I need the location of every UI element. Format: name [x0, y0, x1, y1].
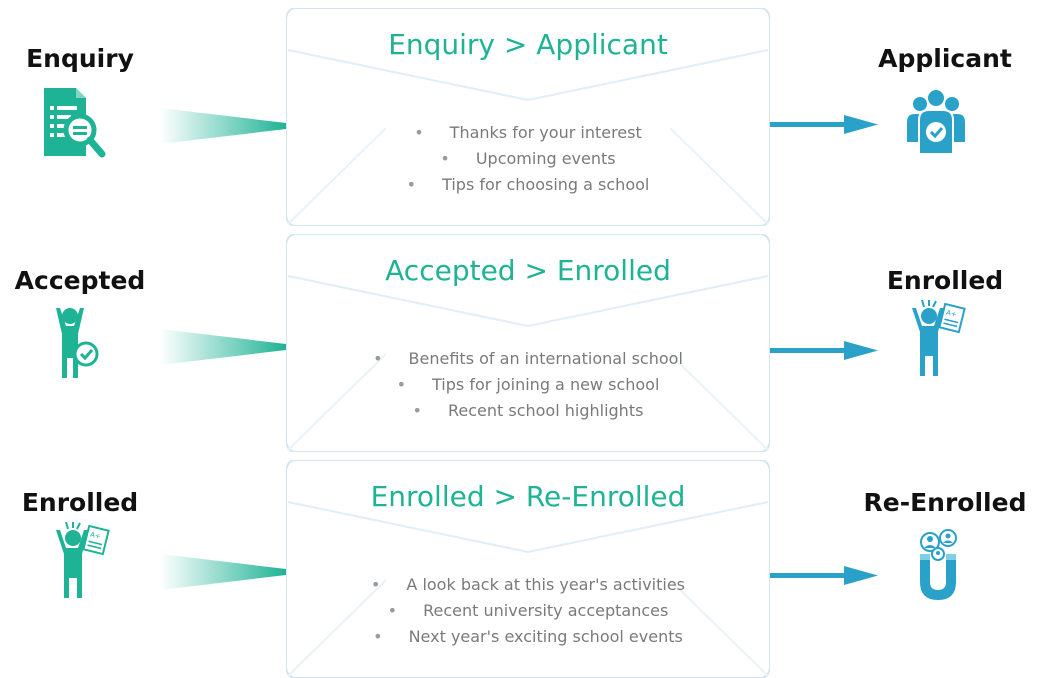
outgoing-arrow-icon — [770, 341, 878, 360]
envelope-outline — [286, 234, 770, 452]
list-item: •Next year's exciting school events — [373, 627, 683, 646]
stage-envelope: Enquiry > Applicant •Thanks for your int… — [286, 8, 770, 226]
person-check-icon — [40, 306, 120, 382]
stage-title: Enquiry > Applicant — [388, 28, 668, 61]
stage-title: Enrolled > Re-Enrolled — [370, 480, 686, 513]
stage-items: •Thanks for your interest •Upcoming even… — [286, 120, 770, 198]
stage-label-to: Re-Enrolled — [863, 488, 1027, 517]
stage-label-from: Enquiry — [26, 44, 134, 73]
list-item: •Tips for choosing a school — [406, 175, 650, 194]
incoming-flow-connector — [160, 108, 286, 144]
outgoing-arrow-icon — [770, 566, 878, 585]
person-celebrating-icon: A+ — [40, 521, 120, 598]
stage-row-enquiry: Enquiry — [0, 0, 1043, 226]
stage-row-enrolled: Enrolled A+ — [0, 452, 1043, 678]
user-group-check-icon — [896, 84, 976, 160]
envelope-outline — [286, 8, 770, 226]
stage-label-to: Applicant — [878, 44, 1012, 73]
stage-label-from: Enrolled — [21, 488, 139, 517]
list-item: •Recent university acceptances — [387, 601, 669, 620]
stage-row-accepted: Accepted Accepted > Enrolled •Benefits o… — [0, 226, 1043, 452]
incoming-flow-connector — [160, 554, 286, 590]
list-item: •Upcoming events — [440, 149, 616, 168]
stage-envelope: Accepted > Enrolled •Benefits of an inte… — [286, 234, 770, 452]
list-item: •Benefits of an international school — [373, 349, 683, 368]
list-item: •A look back at this year's activities — [370, 575, 686, 594]
list-item: •Thanks for your interest — [414, 123, 642, 142]
list-item: •Recent school highlights — [412, 401, 644, 420]
stage-title: Accepted > Enrolled — [385, 254, 671, 287]
stage-items: •A look back at this year's activities •… — [286, 572, 770, 650]
stage-label-to: Enrolled — [886, 266, 1004, 295]
envelope-outline — [286, 460, 770, 678]
document-search-icon — [40, 84, 120, 160]
stage-items: •Benefits of an international school •Ti… — [286, 346, 770, 424]
svg-text:A+: A+ — [89, 531, 101, 541]
stage-label-from: Accepted — [14, 266, 146, 295]
incoming-flow-connector — [160, 329, 286, 365]
stage-envelope: Enrolled > Re-Enrolled •A look back at t… — [286, 460, 770, 678]
outgoing-arrow-icon — [770, 115, 878, 134]
list-item: •Tips for joining a new school — [396, 375, 660, 394]
magnet-people-icon — [896, 528, 976, 604]
person-celebrating-icon: A+ — [896, 299, 976, 376]
svg-text:A+: A+ — [945, 309, 957, 319]
